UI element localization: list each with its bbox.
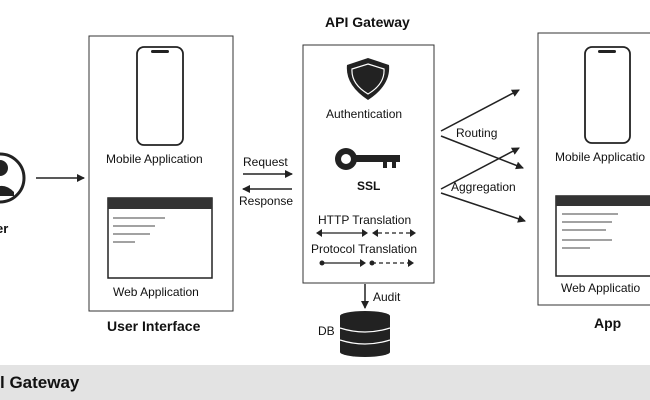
- ssl-label: SSL: [357, 179, 381, 193]
- db-label: DB: [318, 324, 335, 338]
- aggregation-arrow-up: [440, 147, 520, 190]
- api-gateway-title: API Gateway: [325, 14, 410, 30]
- routing-label: Routing: [456, 126, 498, 140]
- footer-title: l Gateway: [0, 373, 80, 392]
- aggregation-arrow-down: [440, 192, 526, 223]
- api-gateway-box: [302, 44, 435, 284]
- routing-arrow-down: [440, 135, 524, 170]
- mobile-phone-icon: [136, 46, 184, 146]
- authentication-label: Authentication: [326, 107, 403, 121]
- request-label: Request: [243, 155, 288, 169]
- mobile-application-label: Mobile Application: [106, 152, 203, 166]
- shield-icon: [346, 58, 390, 100]
- database-icon: [339, 311, 391, 357]
- user-interface-box: [88, 35, 234, 312]
- routing-arrow-up: [440, 89, 520, 132]
- user-interface-title: User Interface: [107, 318, 201, 334]
- app-box: [537, 32, 650, 306]
- footer-bar: [0, 365, 650, 400]
- app-mobile-application-label: Mobile Applicatio: [555, 150, 646, 164]
- http-translation-arrows: [316, 229, 416, 237]
- key-icon: [335, 148, 400, 170]
- audit-label: Audit: [373, 290, 401, 304]
- web-application-label: Web Application: [113, 285, 199, 299]
- app-web-application-label: Web Applicatio: [561, 281, 641, 295]
- response-label: Response: [239, 194, 294, 208]
- app-mobile-phone-icon: [584, 46, 631, 144]
- protocol-translation-arrows: [319, 259, 414, 267]
- http-translation-label: HTTP Translation: [318, 213, 412, 227]
- web-window-icon: [107, 197, 213, 279]
- protocol-translation-label: Protocol Translation: [311, 242, 418, 256]
- app-title: App: [594, 315, 622, 331]
- aggregation-label: Aggregation: [451, 180, 516, 194]
- user-icon: [0, 152, 26, 204]
- user-label: er: [0, 221, 9, 236]
- app-web-window-icon: [555, 195, 650, 277]
